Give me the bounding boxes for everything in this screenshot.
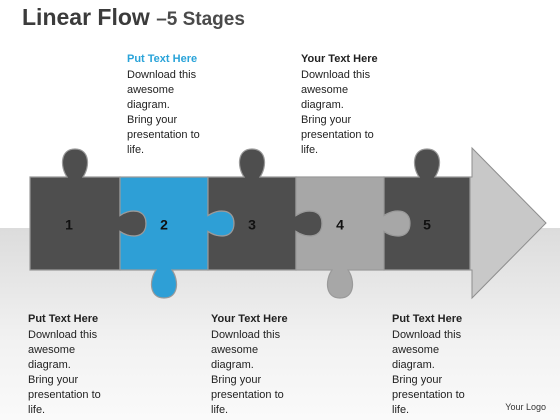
text-block-heading: Your Text Here (301, 53, 378, 65)
text-block-body: Download this awesome diagram. Bring you… (211, 329, 284, 416)
text-block-heading: Put Text Here (127, 53, 198, 65)
text-block-4: Your Text Here Download this awesome dia… (301, 52, 421, 158)
title-main: Linear Flow (22, 4, 150, 30)
page-title: Linear Flow –5 Stages (22, 4, 245, 31)
text-block-heading: Put Text Here (28, 313, 99, 325)
text-block-body: Download this awesome diagram. Bring you… (301, 69, 374, 156)
text-block-body: Download this awesome diagram. Bring you… (392, 329, 465, 416)
text-block-1: Put Text Here Download this awesome diag… (28, 312, 148, 418)
title-subtitle: –5 Stages (156, 9, 245, 30)
logo-text: Your Logo (505, 402, 546, 412)
text-block-body: Download this awesome diagram. Bring you… (127, 69, 200, 156)
puzzle-number-5: 5 (423, 217, 431, 233)
puzzle-piece-5 (383, 148, 471, 271)
text-block-5: Put Text Here Download this awesome diag… (392, 312, 512, 418)
puzzle-number-4: 4 (336, 217, 344, 233)
puzzle-number-2: 2 (160, 217, 168, 233)
puzzle-number-1: 1 (65, 217, 73, 233)
text-block-3: Your Text Here Download this awesome dia… (211, 312, 331, 418)
text-block-2: Put Text Here Download this awesome diag… (127, 52, 247, 158)
puzzle-number-3: 3 (248, 217, 256, 233)
text-block-heading: Your Text Here (211, 313, 288, 325)
text-block-heading: Put Text Here (392, 313, 463, 325)
text-block-body: Download this awesome diagram. Bring you… (28, 329, 101, 416)
